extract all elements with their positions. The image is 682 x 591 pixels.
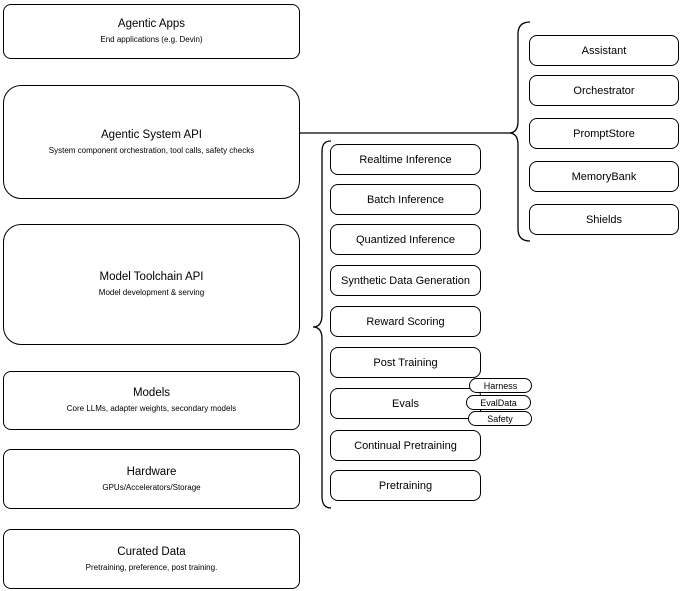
component-realtime-inference: Realtime Inference (330, 144, 481, 175)
component-label: Continual Pretraining (354, 439, 457, 452)
box-hardware: Hardware GPUs/Accelerators/Storage (3, 449, 300, 509)
component-synthetic-data-generation: Synthetic Data Generation (330, 265, 481, 296)
box-agentic-apps: Agentic Apps End applications (e.g. Devi… (3, 4, 300, 59)
component-label: Quantized Inference (355, 233, 456, 246)
component-shields: Shields (529, 204, 679, 235)
tag-label: Harness (483, 380, 518, 391)
box-title: Agentic Apps (117, 18, 186, 30)
component-label: Assistant (581, 44, 627, 57)
box-title: Models (132, 387, 171, 399)
component-continual-pretraining: Continual Pretraining (330, 430, 481, 461)
component-post-training: Post Training (330, 347, 481, 378)
box-title: Agentic System API (101, 128, 202, 141)
tag-label: EvalData (480, 397, 517, 408)
box-subtitle: Pretraining, preference, post training. (85, 562, 218, 572)
component-label: MemoryBank (571, 170, 637, 183)
component-label: Shields (585, 213, 623, 226)
tag-evaldata: EvalData (466, 395, 531, 410)
box-subtitle: System component orchestration, tool cal… (48, 145, 255, 155)
component-label: Evals (392, 397, 419, 410)
tag-safety: Safety (468, 411, 532, 426)
tag-label: Safety (487, 413, 513, 424)
component-label: Pretraining (378, 479, 433, 492)
component-quantized-inference: Quantized Inference (330, 224, 481, 255)
box-agentic-system-api: Agentic System API System component orch… (3, 85, 300, 199)
box-subtitle: GPUs/Accelerators/Storage (102, 482, 201, 492)
box-subtitle: Model development & serving (98, 288, 205, 297)
box-title: Hardware (126, 465, 177, 478)
box-curated-data: Curated Data Pretraining, preference, po… (3, 529, 300, 589)
component-batch-inference: Batch Inference (330, 184, 481, 215)
component-assistant: Assistant (529, 35, 679, 66)
component-label: PromptStore (573, 127, 635, 140)
box-title: Model Toolchain API (99, 271, 204, 283)
component-evals: Evals (330, 388, 481, 419)
component-label: Post Training (373, 356, 438, 369)
component-memorybank: MemoryBank (529, 161, 679, 192)
box-subtitle: End applications (e.g. Devin) (100, 35, 203, 44)
component-reward-scoring: Reward Scoring (330, 306, 481, 337)
tag-harness: Harness (469, 378, 532, 393)
component-label: Orchestrator (573, 84, 635, 97)
box-subtitle: Core LLMs, adapter weights, secondary mo… (66, 404, 237, 413)
box-title: Curated Data (117, 545, 186, 558)
component-orchestrator: Orchestrator (529, 75, 679, 106)
component-promptstore: PromptStore (529, 118, 679, 149)
component-label: Reward Scoring (366, 315, 445, 328)
toolchain-brace (312, 140, 332, 509)
component-pretraining: Pretraining (330, 470, 481, 501)
component-label: Realtime Inference (359, 153, 452, 166)
component-label: Synthetic Data Generation (340, 274, 471, 287)
box-models: Models Core LLMs, adapter weights, secon… (3, 371, 300, 430)
system-brace (508, 21, 531, 242)
component-label: Batch Inference (366, 193, 445, 206)
box-model-toolchain-api: Model Toolchain API Model development & … (3, 224, 300, 345)
